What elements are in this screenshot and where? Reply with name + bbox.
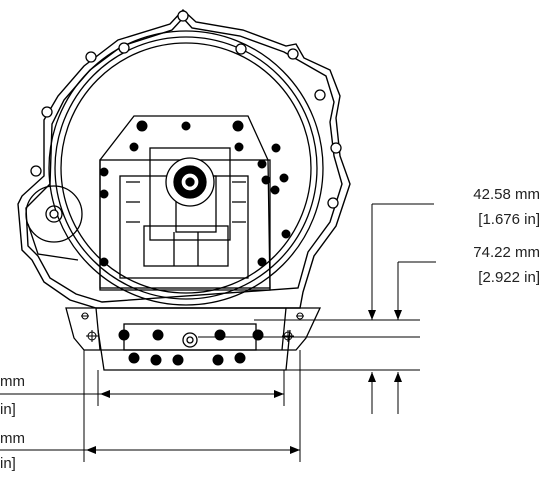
dim-top-right-2-imperial: [2.922 in]: [478, 269, 540, 286]
dim-top-right-1-imperial: [1.676 in]: [478, 211, 540, 228]
lower-plate-pin: [182, 332, 198, 348]
dim-left-1-imperial: in]: [0, 401, 16, 418]
dim-left-2-metric: mm: [0, 430, 25, 447]
dimension-arrowheads: [86, 310, 402, 454]
dimension-lines: [0, 203, 436, 462]
shifter-bolts: [99, 120, 291, 267]
mounting-holes: [30, 10, 342, 219]
locating-dowel-marks: [81, 312, 304, 342]
dim-left-1-metric: mm: [0, 373, 25, 390]
lower-adapter-plate: [65, 307, 322, 371]
bellhousing-bore: [48, 30, 324, 306]
dim-top-right-1-metric: 42.58 mm: [473, 186, 540, 203]
lower-plate-bolts: [118, 329, 264, 366]
dim-top-right-2-metric: 74.22 mm: [473, 244, 540, 261]
shift-knob-detail: [165, 157, 215, 207]
dim-left-2-imperial: in]: [0, 455, 16, 472]
starter-boss: [25, 185, 83, 261]
